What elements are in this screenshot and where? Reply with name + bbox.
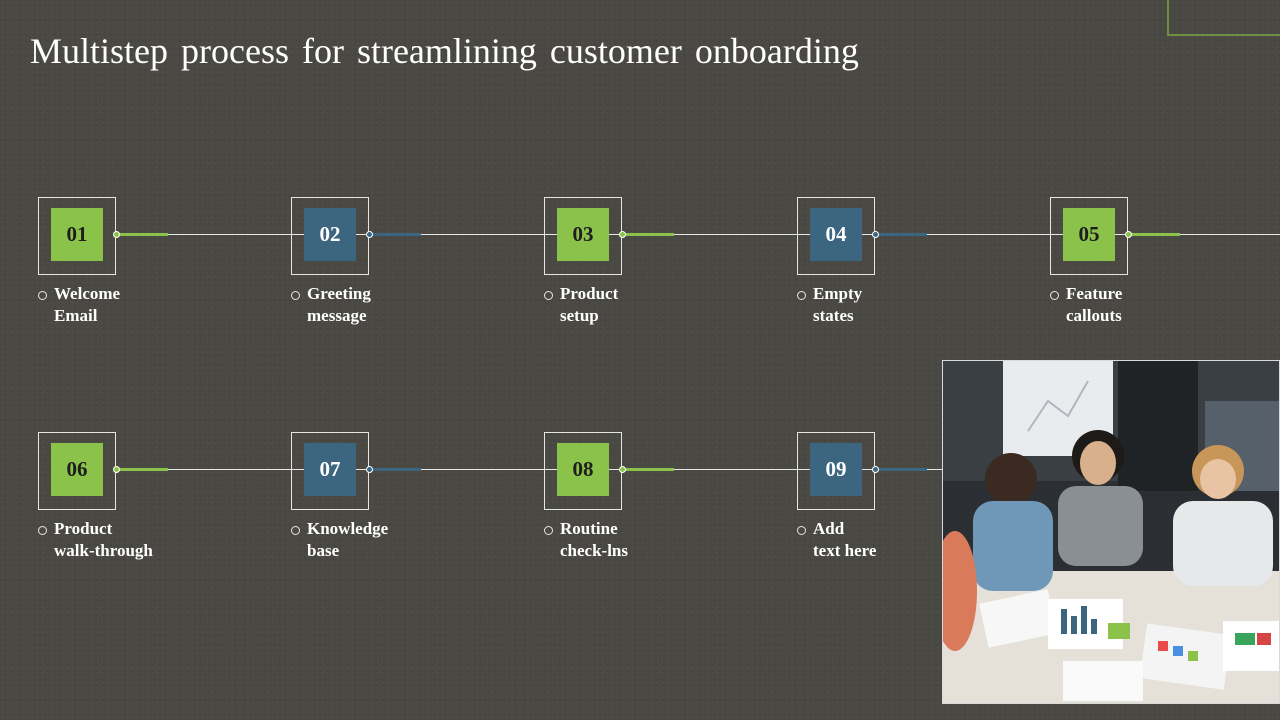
step-number-box: 06: [51, 443, 103, 496]
step-number-box: 05: [1063, 208, 1115, 261]
step-number-box: 09: [810, 443, 862, 496]
connector-dot: [113, 466, 120, 473]
bullet-circle-icon: [38, 526, 47, 535]
bullet-circle-icon: [291, 526, 300, 535]
step-number-box: 03: [557, 208, 609, 261]
bullet-circle-icon: [1050, 291, 1059, 300]
connector-dot: [872, 231, 879, 238]
bullet-circle-icon: [544, 291, 553, 300]
bullet-circle-icon: [544, 526, 553, 535]
step-number-box: 01: [51, 208, 103, 261]
step-number-box: 08: [557, 443, 609, 496]
step-accent-line: [875, 233, 927, 236]
step-accent-line: [875, 468, 927, 471]
step-number-box: 07: [304, 443, 356, 496]
team-meeting-photo: [942, 360, 1280, 704]
step-number-box: 02: [304, 208, 356, 261]
connector-dot: [619, 231, 626, 238]
row-2-connector-line: [116, 469, 942, 470]
page-title: Multistep process for streamlining custo…: [30, 31, 859, 71]
connector-dot: [366, 231, 373, 238]
connector-dot: [619, 466, 626, 473]
row-1-connector-line: [116, 234, 1280, 235]
connector-dot: [113, 231, 120, 238]
team-meeting-illustration: [943, 361, 1279, 703]
step-accent-line: [116, 468, 168, 471]
step-accent-line: [369, 468, 421, 471]
step-accent-line: [1128, 233, 1180, 236]
connector-dot: [1125, 231, 1132, 238]
bullet-circle-icon: [291, 291, 300, 300]
step-accent-line: [369, 233, 421, 236]
bullet-circle-icon: [797, 526, 806, 535]
step-accent-line: [622, 233, 674, 236]
bullet-circle-icon: [797, 291, 806, 300]
step-accent-line: [116, 233, 168, 236]
step-number-box: 04: [810, 208, 862, 261]
connector-dot: [872, 466, 879, 473]
connector-dot: [366, 466, 373, 473]
corner-accent: [1167, 0, 1280, 36]
step-accent-line: [622, 468, 674, 471]
bullet-circle-icon: [38, 291, 47, 300]
